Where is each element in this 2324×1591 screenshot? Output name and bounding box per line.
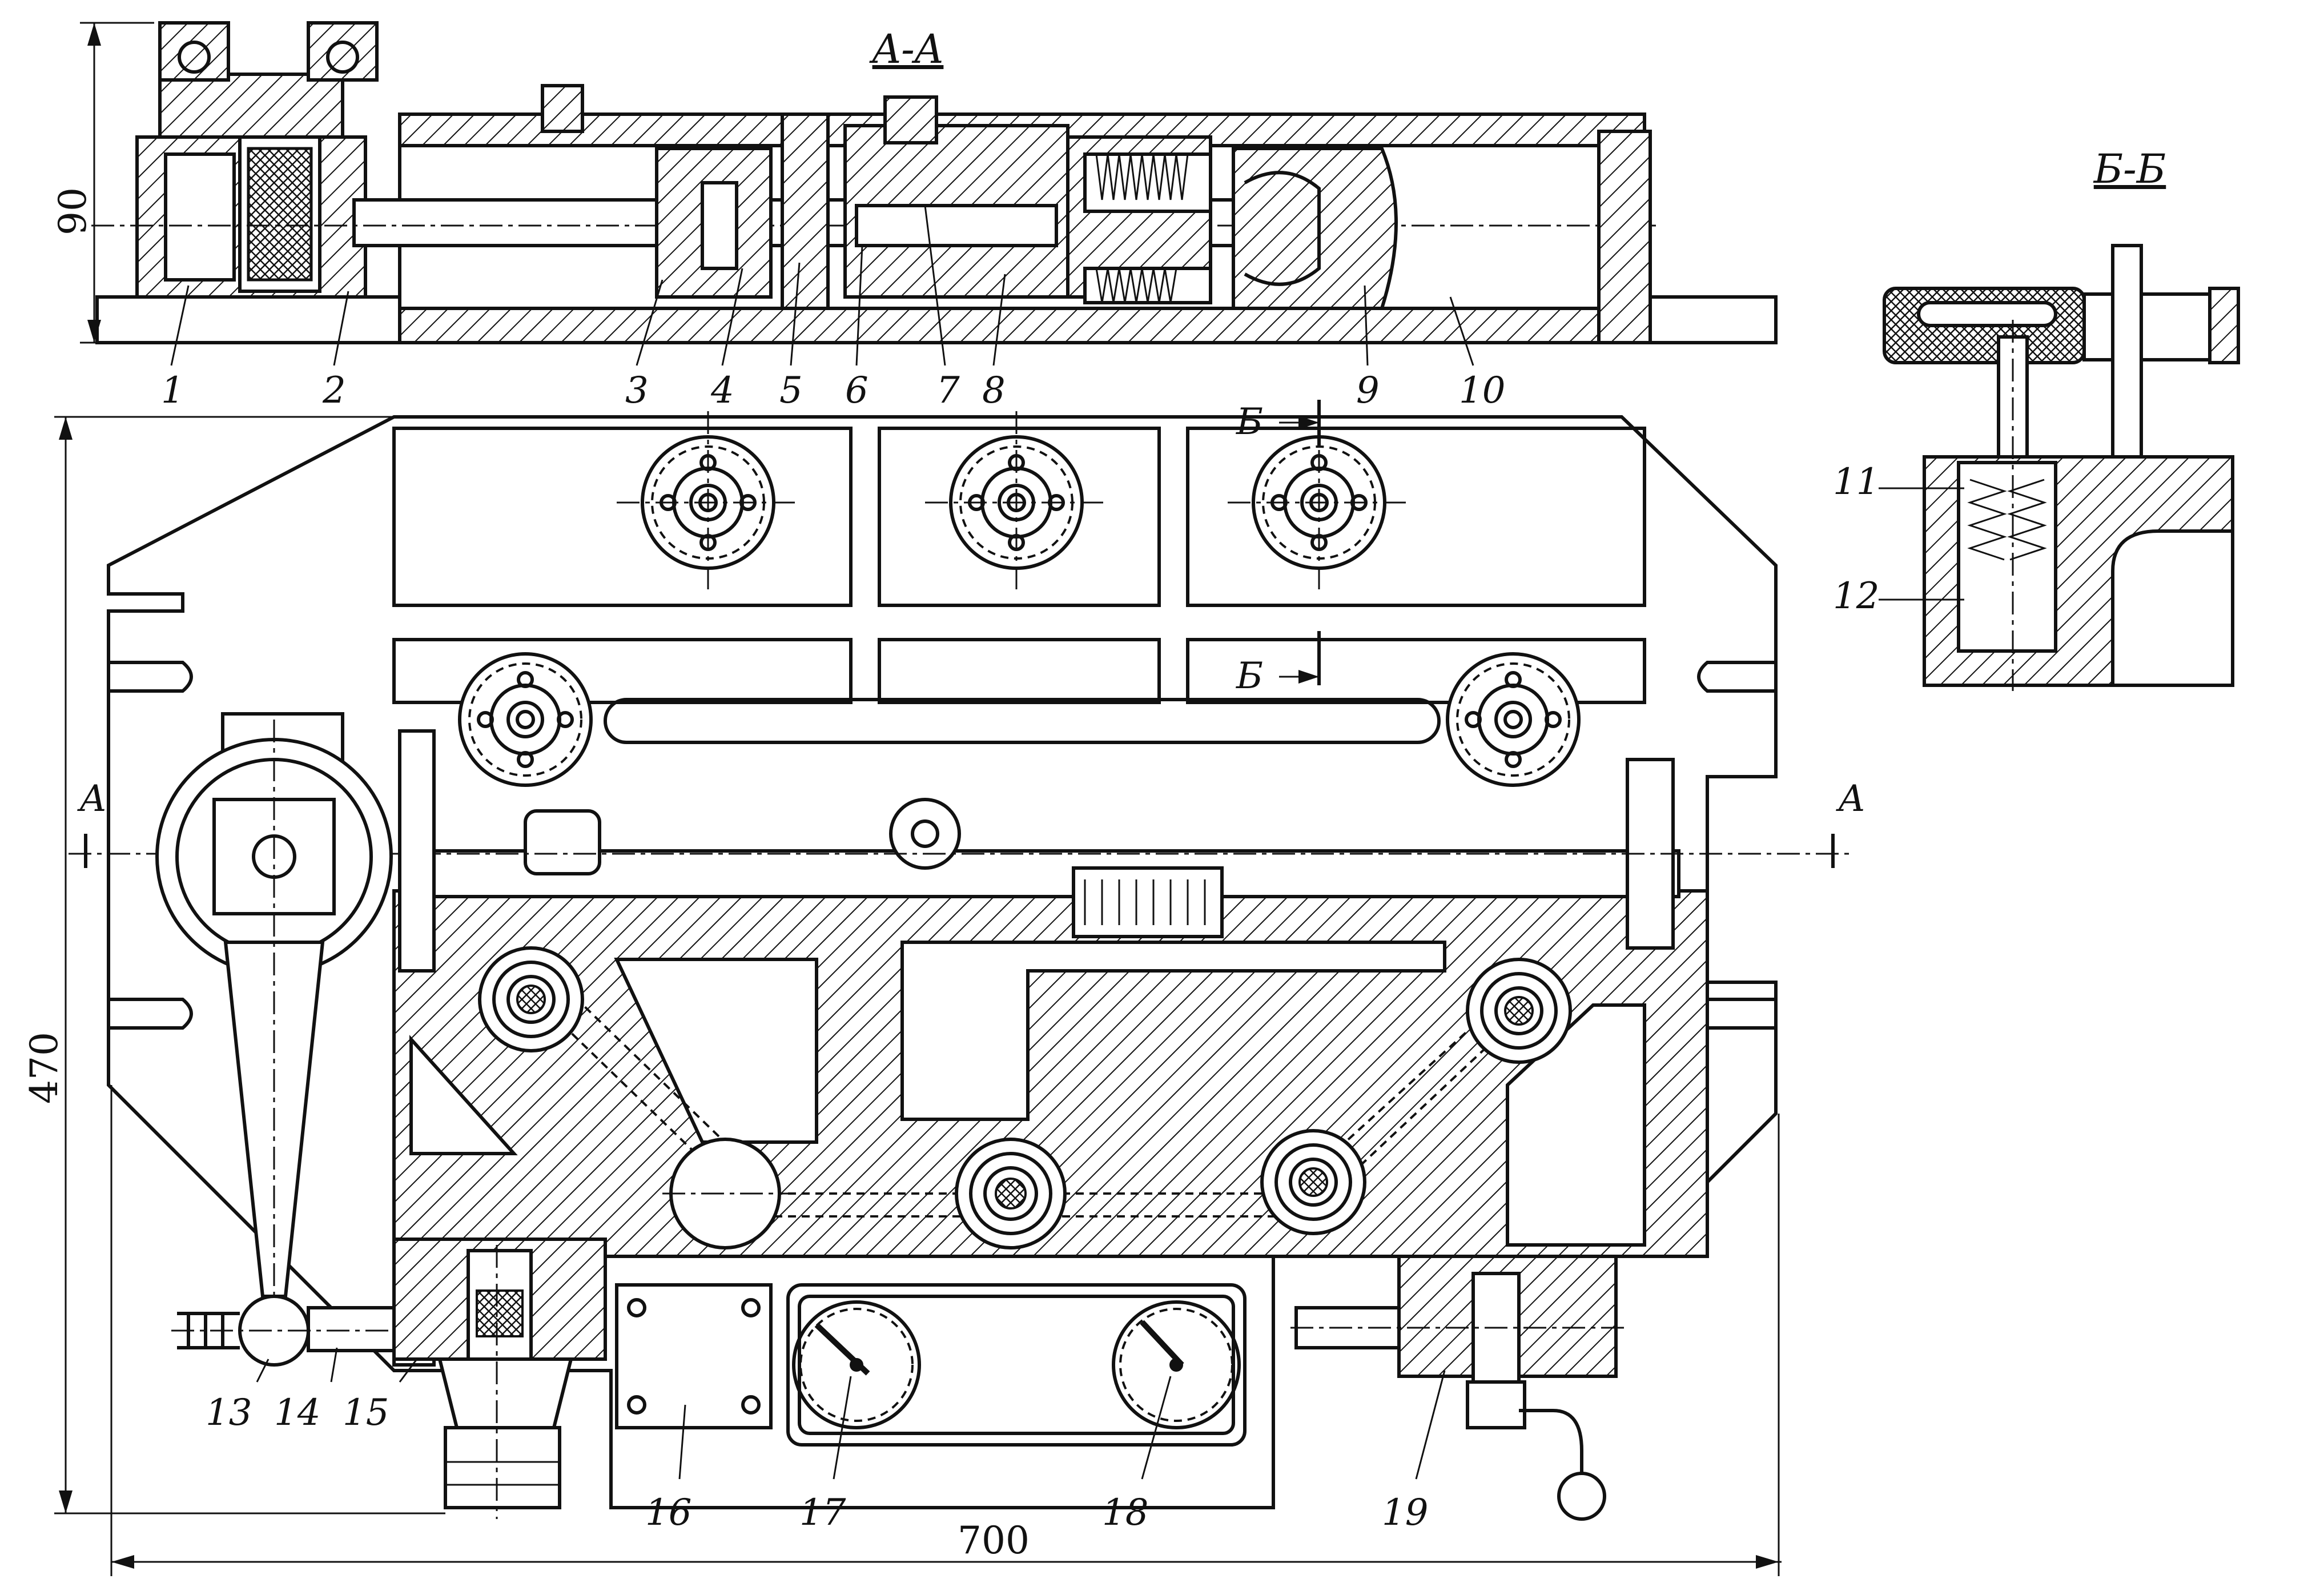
- callout-10: 10: [1459, 369, 1505, 412]
- callout-1: 1: [161, 369, 184, 412]
- gauge-panel: [786, 1283, 1247, 1447]
- callout-8: 8: [982, 369, 1006, 412]
- dimension-90-label: 90: [51, 187, 95, 235]
- callouts-top: 1 2 3 4 5 6 7 8 9 10: [161, 205, 1505, 412]
- dimension-height-plan: 470: [22, 416, 445, 1514]
- callout-17: 17: [799, 1492, 846, 1534]
- callout-14: 14: [274, 1392, 320, 1434]
- gauge-18: [1112, 1300, 1241, 1429]
- callout-7: 7: [936, 369, 960, 412]
- dimension-700-label: 700: [958, 1518, 1030, 1562]
- lever-assembly: [155, 712, 605, 1367]
- callout-19: 19: [1382, 1492, 1428, 1534]
- dimension-470-label: 470: [22, 1032, 66, 1104]
- callout-13: 13: [206, 1392, 252, 1434]
- dimension-height-section: 90: [51, 22, 154, 344]
- callout-9: 9: [1356, 369, 1380, 412]
- callout-16: 16: [645, 1492, 691, 1534]
- cut-line-a-right: A: [1836, 778, 1865, 820]
- section-a-a-view: [91, 21, 1778, 344]
- callout-3: 3: [625, 369, 649, 412]
- callout-15: 15: [343, 1392, 389, 1434]
- callout-2: 2: [322, 369, 346, 412]
- callout-6: 6: [845, 369, 869, 412]
- callouts-bottom: 13 14 15 16 17 18 19: [206, 1347, 1446, 1534]
- section-b-b-view: Б-Б 11 12: [1833, 146, 2240, 691]
- cover-plate-16: [615, 1283, 773, 1429]
- callout-18: 18: [1102, 1492, 1148, 1534]
- callout-5: 5: [779, 369, 803, 412]
- cut-line-a-left: A: [77, 778, 106, 820]
- valve-19: [1290, 1255, 1627, 1521]
- callout-12: 12: [1833, 575, 1879, 617]
- cut-line-b-bottom: Б: [1236, 655, 1263, 697]
- callout-11: 11: [1833, 461, 1879, 503]
- gauge-17: [792, 1300, 921, 1429]
- cylinders-top-row: [458, 411, 1581, 787]
- cut-line-b-top: Б: [1236, 401, 1263, 443]
- section-a-a-title: A-A: [869, 26, 944, 73]
- dimension-width-plan: 700: [110, 1085, 1782, 1576]
- callout-4: 4: [710, 369, 734, 412]
- valve-15: [392, 1238, 607, 1519]
- section-b-b-title: Б-Б: [2093, 146, 2166, 192]
- valves-body: [478, 946, 1572, 1250]
